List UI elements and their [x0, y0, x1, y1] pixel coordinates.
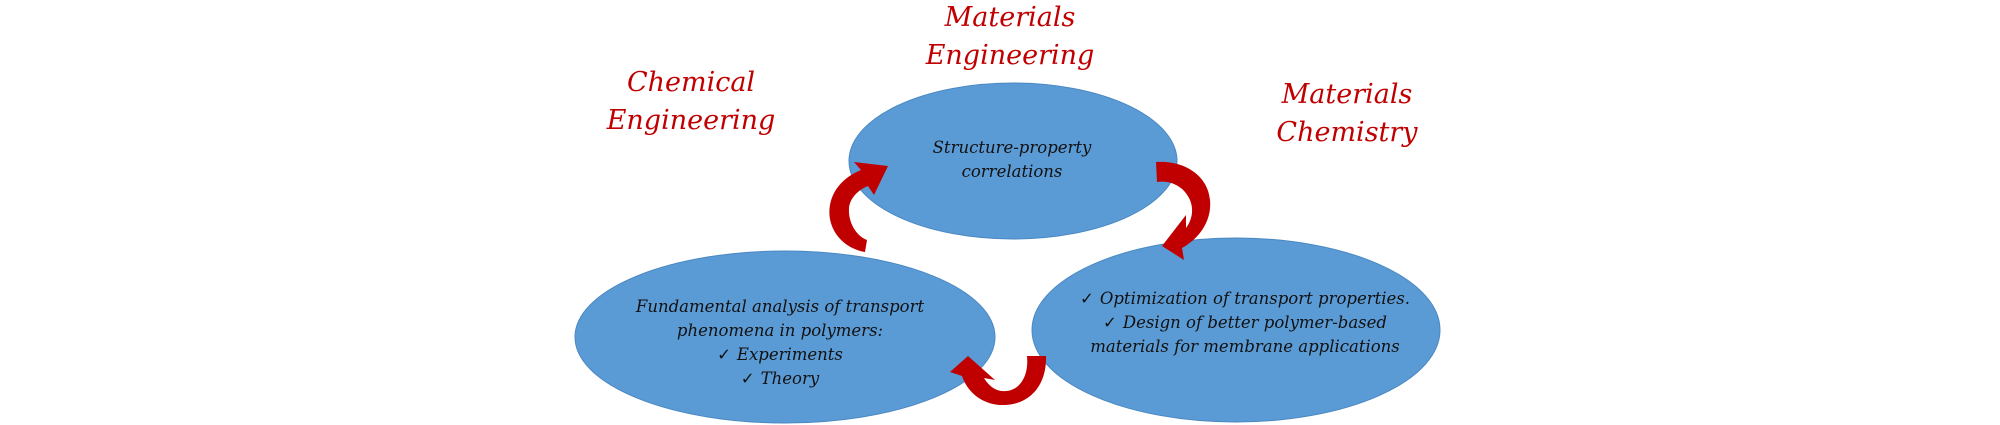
checklist-item-label: Experiments: [736, 345, 843, 364]
node-line: materials for membrane applications: [1090, 337, 1400, 356]
check-icon: ✓: [740, 369, 755, 388]
node-left-ellipse: [574, 250, 996, 424]
node-line: correlations: [961, 162, 1063, 181]
discipline-line: Materials: [1281, 79, 1413, 110]
node-top-text: Structure-property correlations: [933, 136, 1092, 184]
discipline-line: Chemistry: [1276, 117, 1418, 148]
checklist-item-label: Optimization of transport properties.: [1099, 289, 1410, 308]
curved-arrow-right-to-left-icon: [950, 356, 1047, 406]
node-top-ellipse: [848, 82, 1178, 240]
node-line: phenomena in polymers:: [676, 321, 884, 340]
node-line: Fundamental analysis of transport: [635, 297, 925, 316]
checklist-item: ✓ Design of better polymer-based: [1080, 311, 1410, 335]
node-line: Structure-property: [932, 138, 1092, 157]
discipline-materials-chemistry: Materials Chemistry: [1276, 76, 1417, 152]
node-right-text: ✓ Optimization of transport properties. ✓…: [1080, 287, 1410, 359]
checklist-item: ✓ Experiments: [636, 343, 924, 367]
check-icon: ✓: [1080, 289, 1094, 308]
checklist-item-label: Design of better polymer-based: [1122, 313, 1387, 332]
node-right-ellipse: [1031, 237, 1441, 423]
discipline-line: Engineering: [606, 105, 776, 136]
check-icon: ✓: [1103, 313, 1117, 332]
curved-arrow-left-to-top-icon: [829, 162, 888, 252]
discipline-line: Chemical: [626, 67, 756, 98]
checklist-item: ✓ Theory: [636, 367, 924, 391]
discipline-line: Materials: [944, 2, 1076, 33]
node-left-text: Fundamental analysis of transport phenom…: [636, 295, 924, 391]
curved-arrow-top-to-right-icon: [1156, 161, 1211, 260]
checklist-item: ✓ Optimization of transport properties.: [1080, 287, 1410, 311]
discipline-materials-engineering: Materials Engineering: [926, 0, 1095, 75]
discipline-line: Engineering: [925, 40, 1095, 71]
check-icon: ✓: [717, 345, 731, 364]
discipline-chemical-engineering: Chemical Engineering: [607, 64, 776, 140]
checklist-item-label: Theory: [760, 369, 820, 388]
